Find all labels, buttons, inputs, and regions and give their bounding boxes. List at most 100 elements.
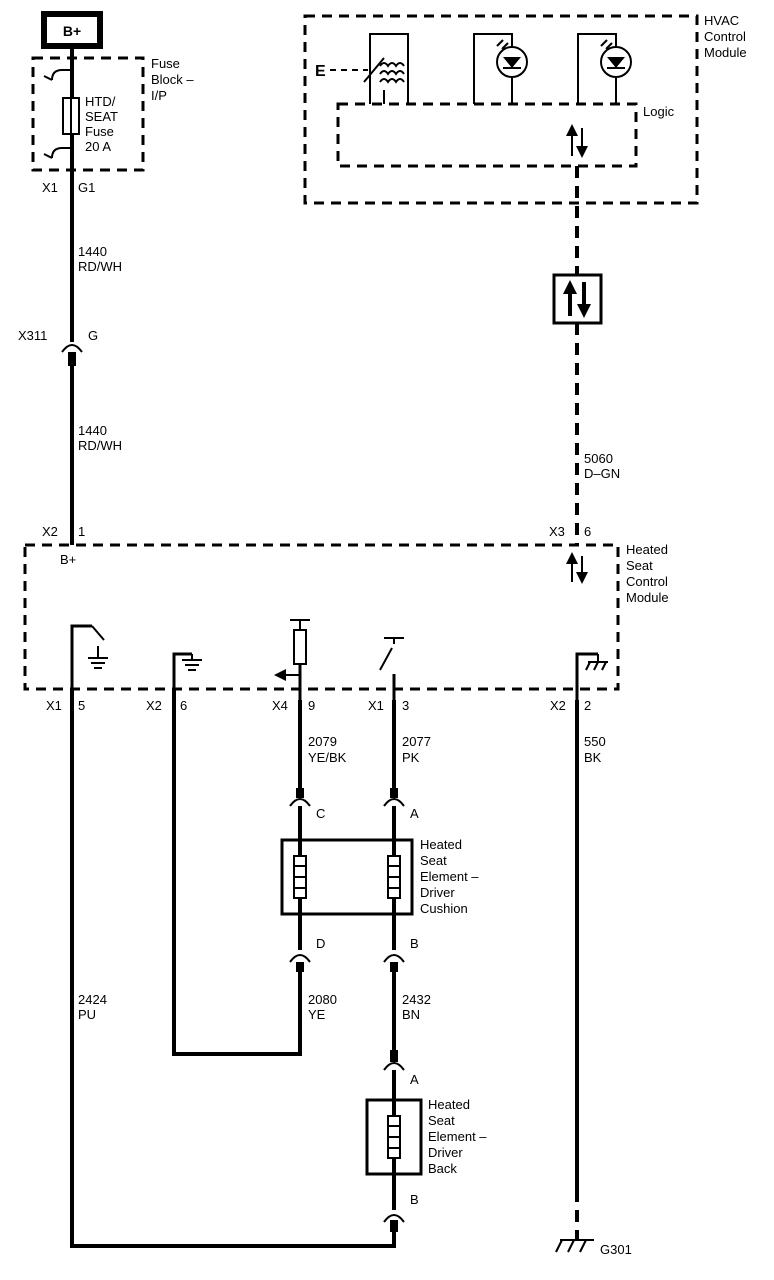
battery-positive-label: B+ <box>63 23 81 39</box>
fuse-name-3: Fuse <box>85 124 114 139</box>
wire-2432-number: 2432 <box>402 992 431 1007</box>
pin-6: 6 <box>180 698 187 713</box>
pin-b-cushion-label: B <box>410 936 419 951</box>
battery-positive-box: B+ <box>41 11 103 49</box>
back-label-5: Back <box>428 1161 457 1176</box>
pin-5: 5 <box>78 698 85 713</box>
wire-2424 <box>70 689 396 1248</box>
cushion-label-5: Cushion <box>420 901 468 916</box>
pin-3: 3 <box>402 698 409 713</box>
fuse-name-2: SEAT <box>85 109 118 124</box>
hvac-label-2: Control <box>704 29 746 44</box>
wire-2079-number: 2079 <box>308 734 337 749</box>
ground-label: G301 <box>600 1242 632 1257</box>
pin-a-cushion-label: A <box>410 806 419 821</box>
hscm-chassis-ground-pin-2 <box>575 652 608 700</box>
wire-2424-number: 2424 <box>78 992 107 1007</box>
cushion-label-2: Seat <box>420 853 447 868</box>
indicator-led-1-icon <box>473 33 528 104</box>
fuse-block-label-3: I/P <box>151 88 167 103</box>
hvac-label-3: Module <box>704 45 747 60</box>
fuse-terminal-bottom <box>51 147 72 159</box>
fuse-pin-label: G1 <box>78 180 95 195</box>
wire-2080 <box>172 689 302 1056</box>
hscm-label-2: Seat <box>626 558 653 573</box>
wire-2077-color: PK <box>402 750 420 765</box>
inline-connector-x311 <box>61 344 83 366</box>
wire-2079-color: YE/BK <box>308 750 347 765</box>
connector-b-back <box>383 1174 405 1232</box>
fuse-connector-label: X1 <box>42 180 58 195</box>
wire-1440-number-lower: 1440 <box>78 423 107 438</box>
cushion-label-1: Heated <box>420 837 462 852</box>
hscm-pin-6: 6 <box>584 524 591 539</box>
fuse-rating: 20 A <box>85 139 111 154</box>
hscm-label-4: Module <box>626 590 669 605</box>
fuse-terminal-top <box>51 69 72 81</box>
hscm-switch-pin-3 <box>379 637 404 700</box>
conn-x1-a: X1 <box>46 698 62 713</box>
hvac-label-1: HVAC <box>704 13 739 28</box>
hscm-pin-1: 1 <box>78 524 85 539</box>
indicator-led-2-icon <box>577 33 632 104</box>
wire-550-color: BK <box>584 750 602 765</box>
connector-d <box>289 914 311 972</box>
logic-label: Logic <box>643 104 675 119</box>
pin-b-back-label: B <box>410 1192 419 1207</box>
connector-b-cushion <box>383 914 405 972</box>
wire-2080-color: YE <box>308 1007 326 1022</box>
conn-x1-b: X1 <box>368 698 384 713</box>
back-label-4: Driver <box>428 1145 463 1160</box>
hvac-logic-block <box>336 102 638 168</box>
cushion-label-3: Element – <box>420 869 479 884</box>
inline-connector-label: X311 <box>18 328 47 343</box>
wire-2080-number: 2080 <box>308 992 337 1007</box>
wire-550-number: 550 <box>584 734 606 749</box>
hvac-control-module: HVAC Control Module Logic E <box>303 13 747 205</box>
wire-5060-number: 5060 <box>584 451 613 466</box>
pin-d-label: D <box>316 936 325 951</box>
back-label-2: Seat <box>428 1113 455 1128</box>
ground-g301-icon <box>555 1239 594 1253</box>
connector-a-back <box>383 1050 405 1100</box>
pin-c-label: C <box>316 806 325 821</box>
connector-c <box>289 788 311 840</box>
wire-2424-color: PU <box>78 1007 96 1022</box>
wire-5060-color: D–GN <box>584 466 620 481</box>
wire-1440-number-upper: 1440 <box>78 244 107 259</box>
fuse-block: Fuse Block – I/P HTD/ SEAT Fuse 20 A <box>31 46 194 172</box>
conn-x4: X4 <box>272 698 288 713</box>
back-label-1: Heated <box>428 1097 470 1112</box>
pin-a-back-label: A <box>410 1072 419 1087</box>
wire-1440-color-lower: RD/WH <box>78 438 122 453</box>
pin-2: 2 <box>584 698 591 713</box>
hscm-bplus: B+ <box>60 552 76 567</box>
wire-2432-color: BN <box>402 1007 420 1022</box>
cushion-label-4: Driver <box>420 885 455 900</box>
connector-a-cushion <box>383 788 405 840</box>
heated-seat-switch-icon <box>363 33 409 104</box>
serial-data-box <box>552 273 603 325</box>
wire-2077-number: 2077 <box>402 734 431 749</box>
e-label: E <box>315 63 326 80</box>
hscm-connector-x2: X2 <box>42 524 58 539</box>
conn-x2-b: X2 <box>550 698 566 713</box>
inline-connector-pin: G <box>88 328 98 343</box>
hscm-label-1: Heated <box>626 542 668 557</box>
fuse-name-1: HTD/ <box>85 94 116 109</box>
hscm-switch-pin-5 <box>70 624 108 700</box>
hscm-sensor-pin-9 <box>274 619 310 700</box>
hscm-connector-x3: X3 <box>549 524 565 539</box>
hscm-label-3: Control <box>626 574 668 589</box>
fuse-block-label-1: Fuse <box>151 56 180 71</box>
back-label-3: Element – <box>428 1129 487 1144</box>
wire-1440-color-upper: RD/WH <box>78 259 122 274</box>
fuse-block-label-2: Block – <box>151 72 194 87</box>
heated-seat-control-module: Heated Seat Control Module X2 1 B+ X3 6 <box>23 524 669 700</box>
hscm-data-arrows-icon <box>566 552 588 584</box>
pin-9: 9 <box>308 698 315 713</box>
hscm-ground-pin-6 <box>172 652 202 700</box>
conn-x2-a: X2 <box>146 698 162 713</box>
heated-seat-cushion-element <box>280 838 414 916</box>
